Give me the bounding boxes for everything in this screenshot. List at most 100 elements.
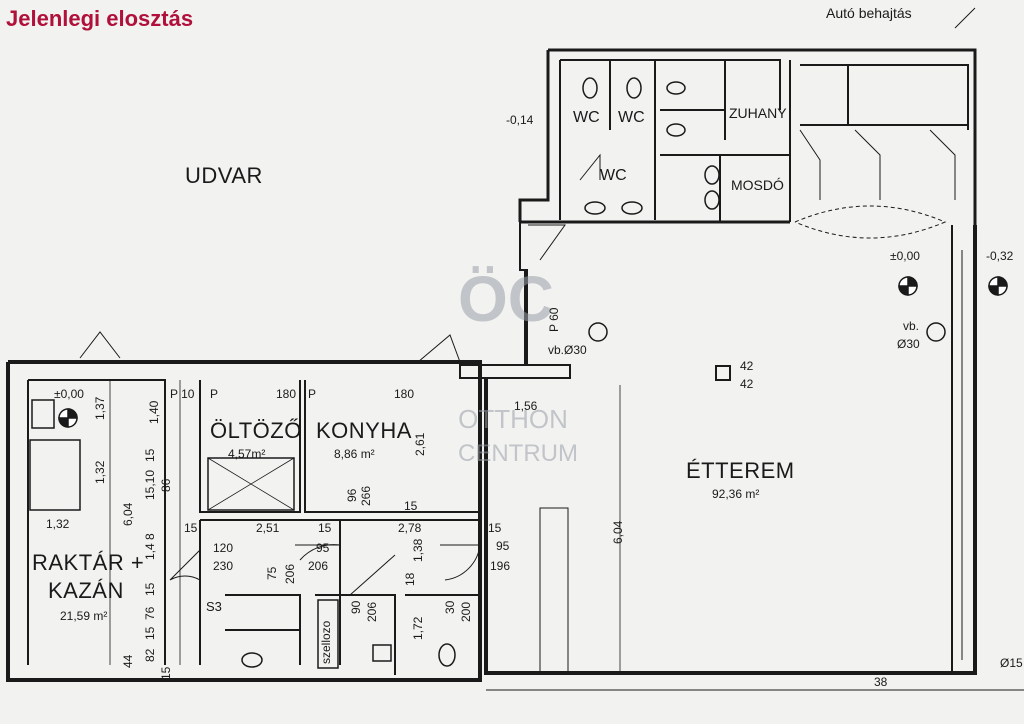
dim-18: 18 <box>403 572 417 586</box>
restaurant-name: ÉTTEREM <box>686 458 795 483</box>
dim-90: 90 <box>349 600 363 614</box>
s3-label: S3 <box>206 599 222 614</box>
dim-p180b: P <box>308 387 317 401</box>
toilet-icon-5 <box>241 652 263 668</box>
dim-15e: 15 <box>184 521 198 535</box>
kitchen-walls <box>304 380 480 513</box>
pillar-height: 42 <box>740 377 754 391</box>
dim-86: 86 <box>159 478 173 492</box>
drive-label: Autó behajtás <box>826 5 912 21</box>
dim-line-left <box>109 380 181 665</box>
door-arc-6 <box>417 334 461 363</box>
restaurant-area: 92,36 m² <box>712 487 760 501</box>
door-arc-7 <box>528 224 566 261</box>
shower-label: ZUHANY <box>729 105 787 121</box>
dim-604b: 6,04 <box>121 502 135 526</box>
toilet-icon-1 <box>582 77 598 99</box>
dim-172: 1,72 <box>411 616 425 640</box>
door-arc-3 <box>440 544 481 581</box>
dim-132b: 1,32 <box>46 517 70 531</box>
dim-15a: 15 <box>143 448 157 462</box>
dim-132: 1,32 <box>93 460 107 484</box>
dim-p10: P 10 <box>170 387 195 401</box>
kitchen-name: KONYHA <box>316 418 412 443</box>
door-arc-10 <box>799 129 821 200</box>
dim-96: 96 <box>345 488 359 502</box>
watermark-line1: OTTHON <box>458 404 568 434</box>
kitchen-area: 8,86 m² <box>334 447 375 461</box>
sink-icon-1 <box>584 201 606 215</box>
door-95b: 95 <box>496 539 510 553</box>
column-label-2b: Ø30 <box>897 337 920 351</box>
column-icon-2 <box>926 322 946 342</box>
dim-200: 200 <box>459 601 473 622</box>
level-top: -0,14 <box>506 113 534 127</box>
drive-arrow <box>954 7 976 29</box>
storage-room-name-2: KAZÁN <box>48 578 124 603</box>
level-zero-right: ±0,00 <box>890 249 920 263</box>
column-label-2a: vb. <box>903 319 920 333</box>
counter <box>539 507 569 674</box>
wc-label-1: WC <box>573 109 600 126</box>
door-arc-9 <box>929 129 956 200</box>
dim-1510: 15,10 <box>143 469 157 500</box>
sink-icon-2 <box>621 201 643 215</box>
storage-room-name-1: RAKTÁR + <box>32 550 145 575</box>
toilet-icon-2 <box>626 77 642 99</box>
watermark-logo: ÖC <box>458 263 554 335</box>
dim-206b: 206 <box>283 563 297 584</box>
washroom-label: MOSDÓ <box>731 177 784 193</box>
dim-261: 2,61 <box>413 432 427 456</box>
shower-tray <box>207 457 295 511</box>
page-title: Jelenlegi elosztás <box>6 6 194 31</box>
dim-30: 30 <box>443 600 457 614</box>
sink-icon-4 <box>704 190 720 210</box>
dim-138: 1,38 <box>411 538 425 562</box>
changing-walls <box>199 380 301 513</box>
dim-148: 1,4 8 <box>143 533 157 560</box>
boiler-unit <box>31 399 55 429</box>
dim-15h: 15 <box>404 499 418 513</box>
ventilation-shaft <box>317 599 339 669</box>
dim-82: 82 <box>143 648 157 662</box>
dim-15d: 15 <box>159 666 173 680</box>
toilet-block-inner <box>559 59 791 222</box>
boiler-box <box>29 439 81 511</box>
pipe-label: Ø15 <box>1000 656 1023 670</box>
dim-p180b-val: 180 <box>394 387 415 401</box>
door-120: 120 <box>213 541 234 555</box>
pillar-width: 42 <box>740 359 754 373</box>
toilet-icon-3 <box>666 81 686 95</box>
storage-inner-wall <box>27 379 166 665</box>
changing-room-area: 4,57m² <box>228 447 266 461</box>
dim-140: 1,40 <box>147 400 161 424</box>
dim-15f: 15 <box>318 521 332 535</box>
wc-label-2: WC <box>618 109 645 126</box>
sink-icon-5 <box>372 644 392 662</box>
dim-206c: 206 <box>365 601 379 622</box>
dim-38: 38 <box>874 675 888 689</box>
dim-137: 1,37 <box>93 396 107 420</box>
door-196: 196 <box>490 559 511 573</box>
column-label-1: vb.Ø30 <box>548 343 587 357</box>
watermark-line2: CENTRUM <box>458 440 578 467</box>
door-arc-11 <box>854 129 881 200</box>
door-arc-8 <box>579 153 601 181</box>
door-arc-1 <box>169 549 201 581</box>
toilet-block-outer <box>518 48 977 225</box>
restaurant-outer-wall <box>484 225 977 675</box>
changing-room-name: ÖLTÖZŐ <box>210 418 302 443</box>
vent-label: szellozo <box>319 620 333 664</box>
dim-75: 75 <box>265 566 279 580</box>
yard-label: UDVAR <box>185 163 263 188</box>
door-arc-4 <box>349 554 396 596</box>
storage-room-area: 21,59 m² <box>60 609 108 623</box>
pillar-square <box>715 365 731 381</box>
dim-604: 6,04 <box>611 520 625 544</box>
dim-266: 266 <box>359 485 373 506</box>
column-icon-1 <box>588 322 608 342</box>
door-95a: 95 <box>316 541 330 555</box>
level-minus-right: -0,32 <box>986 249 1014 263</box>
dim-156: 1,56 <box>514 399 538 413</box>
